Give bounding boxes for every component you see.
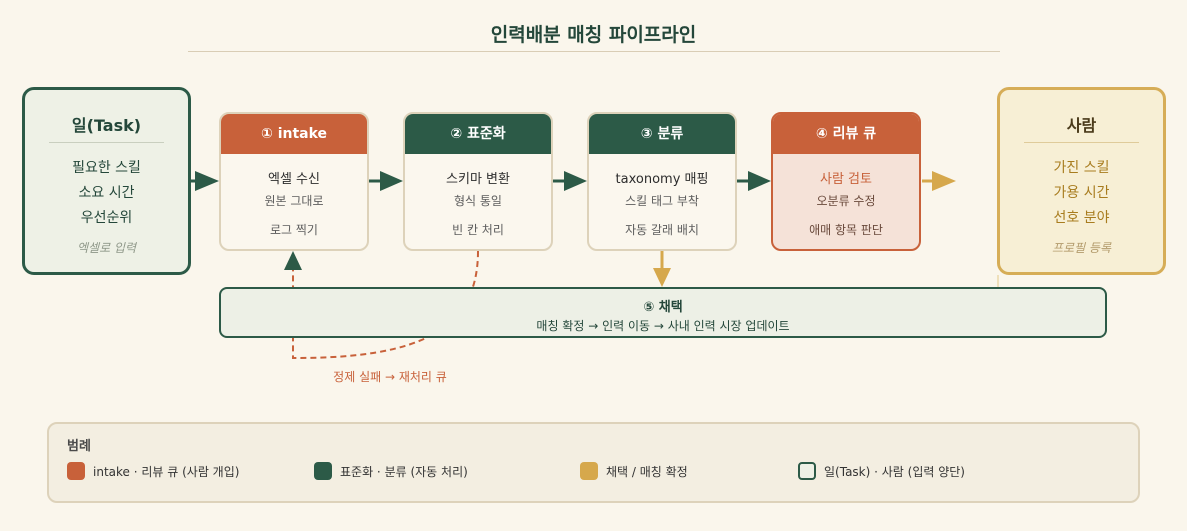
stage-line: 형식 통일	[454, 194, 502, 208]
person-input-box: 사람 가진 스킬 가용 시간 선호 분야 프로필 등록	[997, 87, 1166, 275]
task-line: 필요한 스킬	[72, 160, 141, 176]
legend-swatch-adopt	[580, 462, 598, 480]
stage-header: ④ 리뷰 큐	[773, 114, 919, 154]
page-title: 인력배분 매칭 파이프라인	[490, 24, 697, 46]
task-input-box: 일(Task) 필요한 스킬 소요 시간 우선순위 엑셀로 입력	[22, 87, 191, 275]
stage-line: 로그 찍기	[270, 223, 318, 237]
arrow-classify-to-review	[737, 171, 771, 191]
task-line: 소요 시간	[78, 185, 135, 201]
arrow-classify-to-adopt	[653, 251, 671, 287]
task-note: 엑셀로 입력	[76, 241, 136, 255]
person-note: 프로필 등록	[1051, 241, 1111, 255]
person-line: 가진 스킬	[1053, 160, 1110, 176]
stage-line-primary: taxonomy 매핑	[615, 172, 709, 187]
arrow-intake-to-standardize	[369, 171, 403, 191]
stage-line: 오분류 수정	[816, 194, 876, 208]
legend-item: 채택 / 매칭 확정	[580, 461, 688, 481]
failure-loop-arrow	[284, 250, 479, 359]
stage-header: ③ 분류	[589, 114, 735, 154]
stage-intake: ① intake 엑셀 수신 원본 그대로 로그 찍기	[219, 112, 369, 251]
legend-item: 일(Task) · 사람 (입력 양단)	[798, 461, 965, 481]
stage-line: 빈 칸 처리	[452, 223, 504, 237]
legend-item: 표준화 · 분류 (자동 처리)	[314, 461, 468, 481]
stage-line: 자동 갈래 배치	[625, 223, 699, 237]
legend-item: intake · 리뷰 큐 (사람 개입)	[67, 461, 239, 481]
legend-swatch-auto	[314, 462, 332, 480]
arrow-review-to-person	[922, 171, 956, 191]
legend: 범례 intake · 리뷰 큐 (사람 개입) 표준화 · 분류 (자동 처리…	[47, 422, 1140, 503]
stage-line-primary: 스키마 변환	[446, 172, 510, 187]
task-title: 일(Task)	[71, 116, 142, 135]
stage-line-primary: 엑셀 수신	[268, 172, 320, 187]
adopt-subtitle: 매칭 확정 → 인력 이동 → 사내 인력 시장 업데이트	[536, 319, 790, 333]
stage-adopt: ⑤ 채택 매칭 확정 → 인력 이동 → 사내 인력 시장 업데이트	[219, 287, 1107, 338]
legend-label: intake · 리뷰 큐 (사람 개입)	[93, 464, 240, 479]
title-divider	[188, 51, 1000, 52]
failure-loop-label: 정제 실패 → 재처리 큐	[333, 370, 447, 384]
stage-classify: ③ 분류 taxonomy 매핑 스킬 태그 부착 자동 갈래 배치	[587, 112, 737, 251]
person-line: 선호 분야	[1053, 210, 1110, 226]
task-divider	[49, 142, 164, 143]
person-title: 사람	[1066, 116, 1097, 135]
stage-standardize: ② 표준화 스키마 변환 형식 통일 빈 칸 처리	[403, 112, 553, 251]
stage-line: 스킬 태그 부착	[625, 194, 699, 208]
legend-label: 표준화 · 분류 (자동 처리)	[340, 464, 468, 479]
stage-header: ② 표준화	[405, 114, 551, 154]
person-line: 가용 시간	[1053, 185, 1110, 201]
arrow-task-to-intake	[191, 171, 219, 191]
adopt-title: ⑤ 채택	[643, 300, 683, 315]
legend-title: 범례	[67, 439, 91, 454]
legend-swatch-endpoints	[798, 462, 816, 480]
stage-review-queue: ④ 리뷰 큐 사람 검토 오분류 수정 애매 항목 판단	[771, 112, 921, 251]
stage-line-primary: 사람 검토	[820, 172, 872, 187]
stage-header: ① intake	[221, 114, 367, 154]
stage-line: 원본 그대로	[264, 194, 324, 208]
legend-label: 일(Task) · 사람 (입력 양단)	[824, 464, 965, 479]
person-divider	[1024, 142, 1139, 143]
legend-label: 채택 / 매칭 확정	[606, 464, 688, 479]
stage-line: 애매 항목 판단	[809, 223, 883, 237]
task-line: 우선순위	[80, 210, 133, 226]
arrow-standardize-to-classify	[553, 171, 587, 191]
legend-swatch-human	[67, 462, 85, 480]
